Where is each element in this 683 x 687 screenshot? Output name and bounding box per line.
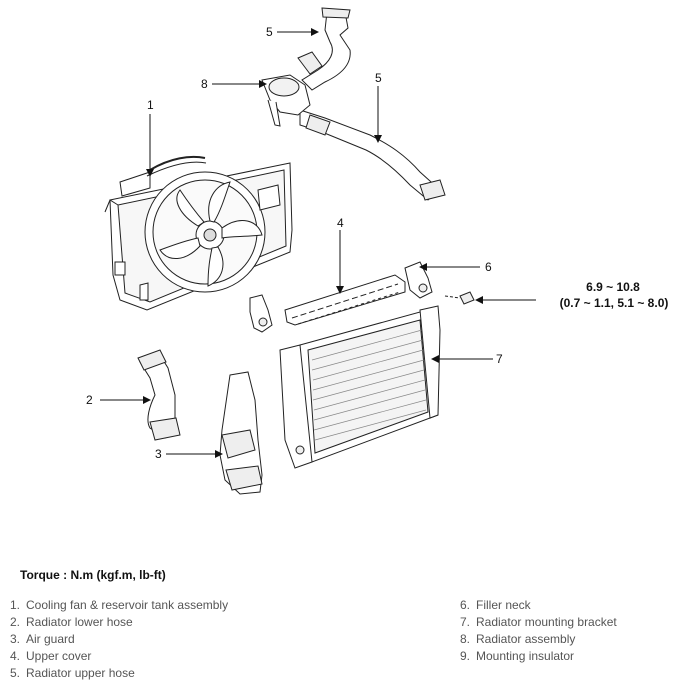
torque-units-title: Torque : N.m (kgf.m, lb-ft) [20,568,166,582]
exploded-radiator-diagram [100,7,536,495]
legend-item: 2.Radiator lower hose [10,615,133,629]
torque-spec-kgf-lbft: (0.7 ~ 1.1, 5.1 ~ 8.0) [559,296,669,310]
leader-lines [100,28,536,458]
callout-3: 3 [155,447,162,461]
callout-5-top: 5 [266,25,273,39]
filler-neck-bracket [404,261,475,305]
callout-5-right: 5 [375,71,382,85]
legend-item: 6.Filler neck [460,598,531,612]
callout-1: 1 [147,98,154,112]
callout-7: 7 [496,352,503,366]
radiator-upper-hose [261,7,446,201]
legend-item: 9.Mounting insulator [460,649,575,663]
radiator-lower-hose [137,349,181,441]
legend-item: 4.Upper cover [10,649,92,663]
legend-right-column: 6.Filler neck 7.Radiator mounting bracke… [460,597,617,665]
radiator-core [279,305,441,469]
legend-item: 3.Air guard [10,632,75,646]
air-guard [219,371,263,495]
legend-item: 1.Cooling fan & reservoir tank assembly [10,598,229,612]
legend-item: 7.Radiator mounting bracket [460,615,617,629]
legend-item: 8.Radiator assembly [460,632,576,646]
callout-4: 4 [337,216,344,230]
callout-8: 8 [201,77,208,91]
legend-item: 5.Radiator upper hose [10,666,135,680]
callout-2: 2 [86,393,93,407]
upper-cover [284,274,406,326]
mounting-bracket-left [249,294,273,333]
callout-6: 6 [485,260,492,274]
torque-spec-nm: 6.9 ~ 10.8 [586,280,640,294]
legend-left-column: 1.Cooling fan & reservoir tank assembly … [10,597,228,682]
cooling-fan-shroud [104,155,293,311]
